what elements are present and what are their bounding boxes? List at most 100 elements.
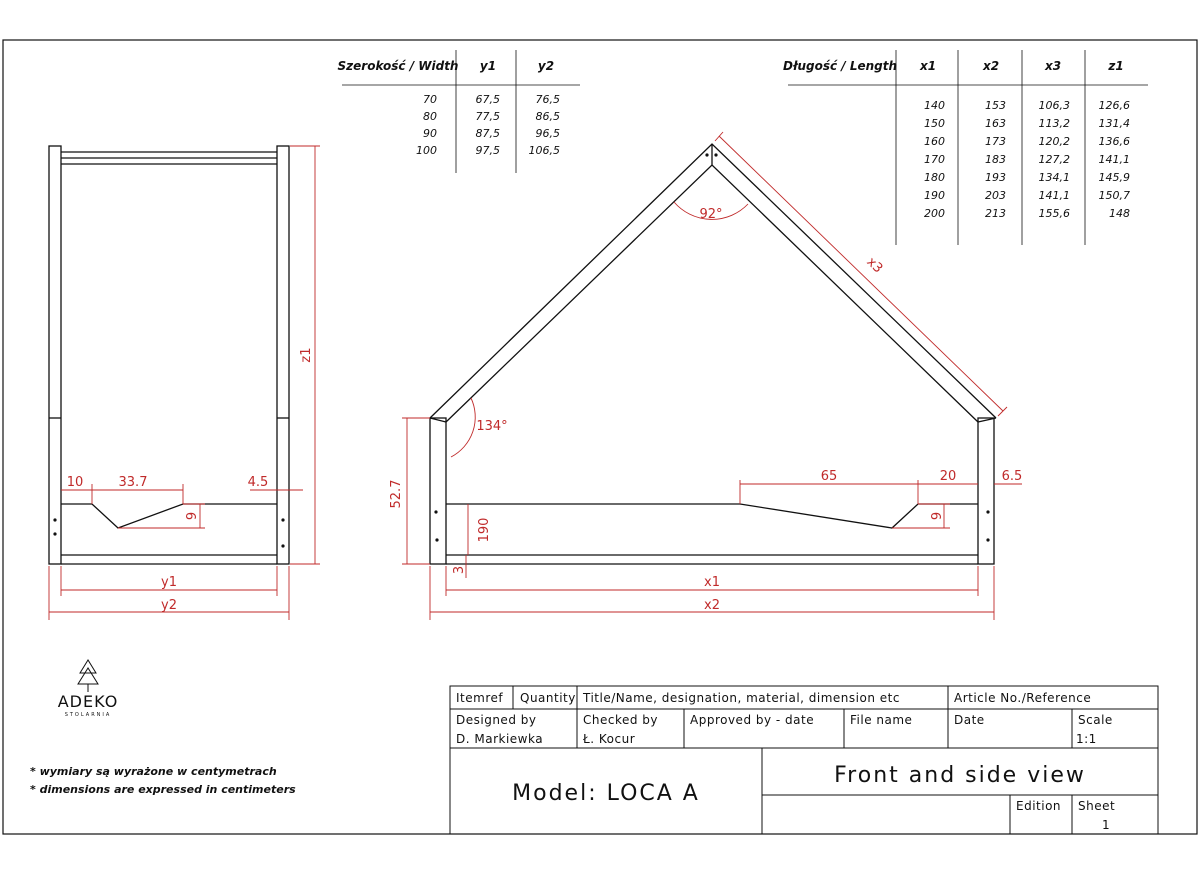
- front-left-post: [429, 417, 447, 565]
- tb-article-label: Article No./Reference: [954, 691, 1091, 705]
- width-table-header-0: Szerokość / Width: [338, 59, 459, 73]
- width-table-cell: 100: [416, 144, 437, 157]
- title-block-text: Itemref Quantity Title/Name, designation…: [456, 691, 1115, 832]
- length-table-cell: 120,2: [1039, 135, 1071, 148]
- width-table-cell: 87,5: [476, 127, 501, 140]
- tb-designed-by-label: Designed by: [456, 713, 536, 727]
- length-table-cell: 134,1: [1039, 171, 1071, 184]
- width-table-cell: 76,5: [536, 93, 561, 106]
- dim-front-x3: x3: [863, 255, 885, 277]
- length-table-cell: 200: [924, 207, 945, 220]
- tb-sheet-label: Sheet: [1078, 799, 1115, 813]
- dim-side-y1: y1: [161, 575, 177, 590]
- dim-angle-134: 134°: [476, 419, 507, 434]
- width-table-cell: 80: [423, 110, 437, 123]
- tb-view-title: Front and side view: [834, 763, 1086, 788]
- length-table-cell: 126,6: [1099, 99, 1131, 112]
- tb-approved-label: Approved by - date: [690, 713, 814, 727]
- length-table-cell: 150: [924, 117, 945, 130]
- width-table-cell: 77,5: [476, 110, 501, 123]
- dim-side-10: 10: [67, 475, 84, 490]
- front-view-dim-labels: 92° 134° x3 65 20 6.5 9 52.7 190 3 x1 x2: [389, 207, 1022, 613]
- roof-outer: [429, 143, 997, 419]
- dim-front-x2: x2: [704, 598, 720, 613]
- tb-checked-by-label: Checked by: [583, 713, 658, 727]
- length-table-cell: 141,1: [1039, 189, 1071, 202]
- note-pl: * wymiary są wyrażone w centymetrach: [30, 765, 277, 778]
- length-table-header-3: x3: [1044, 59, 1061, 73]
- side-view-dimensions: [48, 145, 320, 620]
- length-table-cell: 163: [985, 117, 1006, 130]
- side-view-dim-labels: 10 33.7 4.5 9 y1 y2 z1: [67, 347, 314, 613]
- length-table-cell: 213: [985, 207, 1006, 220]
- width-table-header-1: y1: [480, 59, 496, 73]
- length-table-header-4: z1: [1107, 59, 1123, 73]
- note-en: * dimensions are expressed in centimeter…: [30, 783, 296, 796]
- dim-side-4-5: 4.5: [248, 475, 269, 490]
- dim-side-9: 9: [185, 512, 200, 520]
- width-table-cell: 67,5: [476, 93, 501, 106]
- tb-scale-label: Scale: [1078, 713, 1113, 727]
- length-table-cell: 131,4: [1099, 117, 1131, 130]
- length-table-cell: 145,9: [1099, 171, 1131, 184]
- length-table-cell: 150,7: [1099, 189, 1131, 202]
- tb-checked-by: Ł. Kocur: [582, 732, 635, 746]
- length-table-cell: 155,6: [1039, 207, 1071, 220]
- front-view-dimensions: [402, 131, 1022, 620]
- tb-title-label: Title/Name, designation, material, dimen…: [582, 691, 900, 705]
- length-table-cell: 190: [924, 189, 945, 202]
- width-table: Szerokość / Width y1 y2 70 67,5 76,5 80 77,5…: [338, 50, 580, 173]
- adeko-logo: ADEKO STOLARNIA: [58, 659, 119, 718]
- length-table-cell: 193: [985, 171, 1006, 184]
- length-table-cell: 136,6: [1099, 135, 1131, 148]
- dim-front-52-7: 52.7: [389, 480, 404, 509]
- width-table-cell: 106,5: [529, 144, 561, 157]
- roof-inner: [445, 164, 979, 423]
- width-table-header-2: y2: [538, 59, 554, 73]
- length-table-cell: 153: [985, 99, 1006, 112]
- tb-edition-label: Edition: [1016, 799, 1061, 813]
- side-right-post: [276, 145, 290, 565]
- width-table-cell: 70: [423, 93, 437, 106]
- logo-name: ADEKO: [58, 692, 119, 711]
- dim-side-33-7: 33.7: [119, 475, 148, 490]
- dim-side-y2: y2: [161, 598, 177, 613]
- title-block: [449, 685, 1159, 835]
- length-table-header-1: x1: [919, 59, 936, 73]
- tb-designed-by: D. Markiewka: [456, 732, 543, 746]
- length-table-cell: 160: [924, 135, 945, 148]
- length-table-cell: 106,3: [1039, 99, 1071, 112]
- length-table-cell: 113,2: [1039, 117, 1071, 130]
- length-table-cell: 127,2: [1039, 153, 1071, 166]
- length-table: Długość / Length x1 x2 x3 z1 140 153 106,3…: [783, 50, 1148, 245]
- length-table-cell: 203: [985, 189, 1006, 202]
- dim-front-x1: x1: [704, 575, 720, 590]
- length-table-cell: 148: [1109, 207, 1130, 220]
- tb-sheet: 1: [1102, 818, 1110, 832]
- dim-front-9: 9: [930, 512, 945, 520]
- front-right-post: [977, 417, 995, 565]
- tb-file-name-label: File name: [850, 713, 912, 727]
- dim-front-190: 190: [477, 518, 492, 543]
- side-left-post: [48, 145, 62, 565]
- tb-model: Model: LOCA A: [512, 781, 700, 806]
- length-table-cell: 140: [924, 99, 945, 112]
- dim-front-6-5: 6.5: [1002, 469, 1023, 484]
- length-table-header-2: x2: [982, 59, 999, 73]
- width-table-cell: 90: [423, 127, 437, 140]
- length-table-cell: 180: [924, 171, 945, 184]
- length-table-cell: 170: [924, 153, 945, 166]
- dim-front-20: 20: [940, 469, 957, 484]
- width-table-cell: 96,5: [536, 127, 561, 140]
- dim-side-z1: z1: [299, 347, 314, 362]
- side-view: [48, 145, 290, 565]
- tree-icon: [77, 659, 99, 692]
- width-table-cell: 86,5: [536, 110, 561, 123]
- tb-date-label: Date: [954, 713, 985, 727]
- tb-itemref: Itemref: [456, 691, 503, 705]
- length-table-cell: 141,1: [1099, 153, 1131, 166]
- dim-angle-92: 92°: [699, 207, 722, 222]
- length-table-header-0: Długość / Length: [783, 59, 897, 73]
- length-table-cell: 173: [985, 135, 1006, 148]
